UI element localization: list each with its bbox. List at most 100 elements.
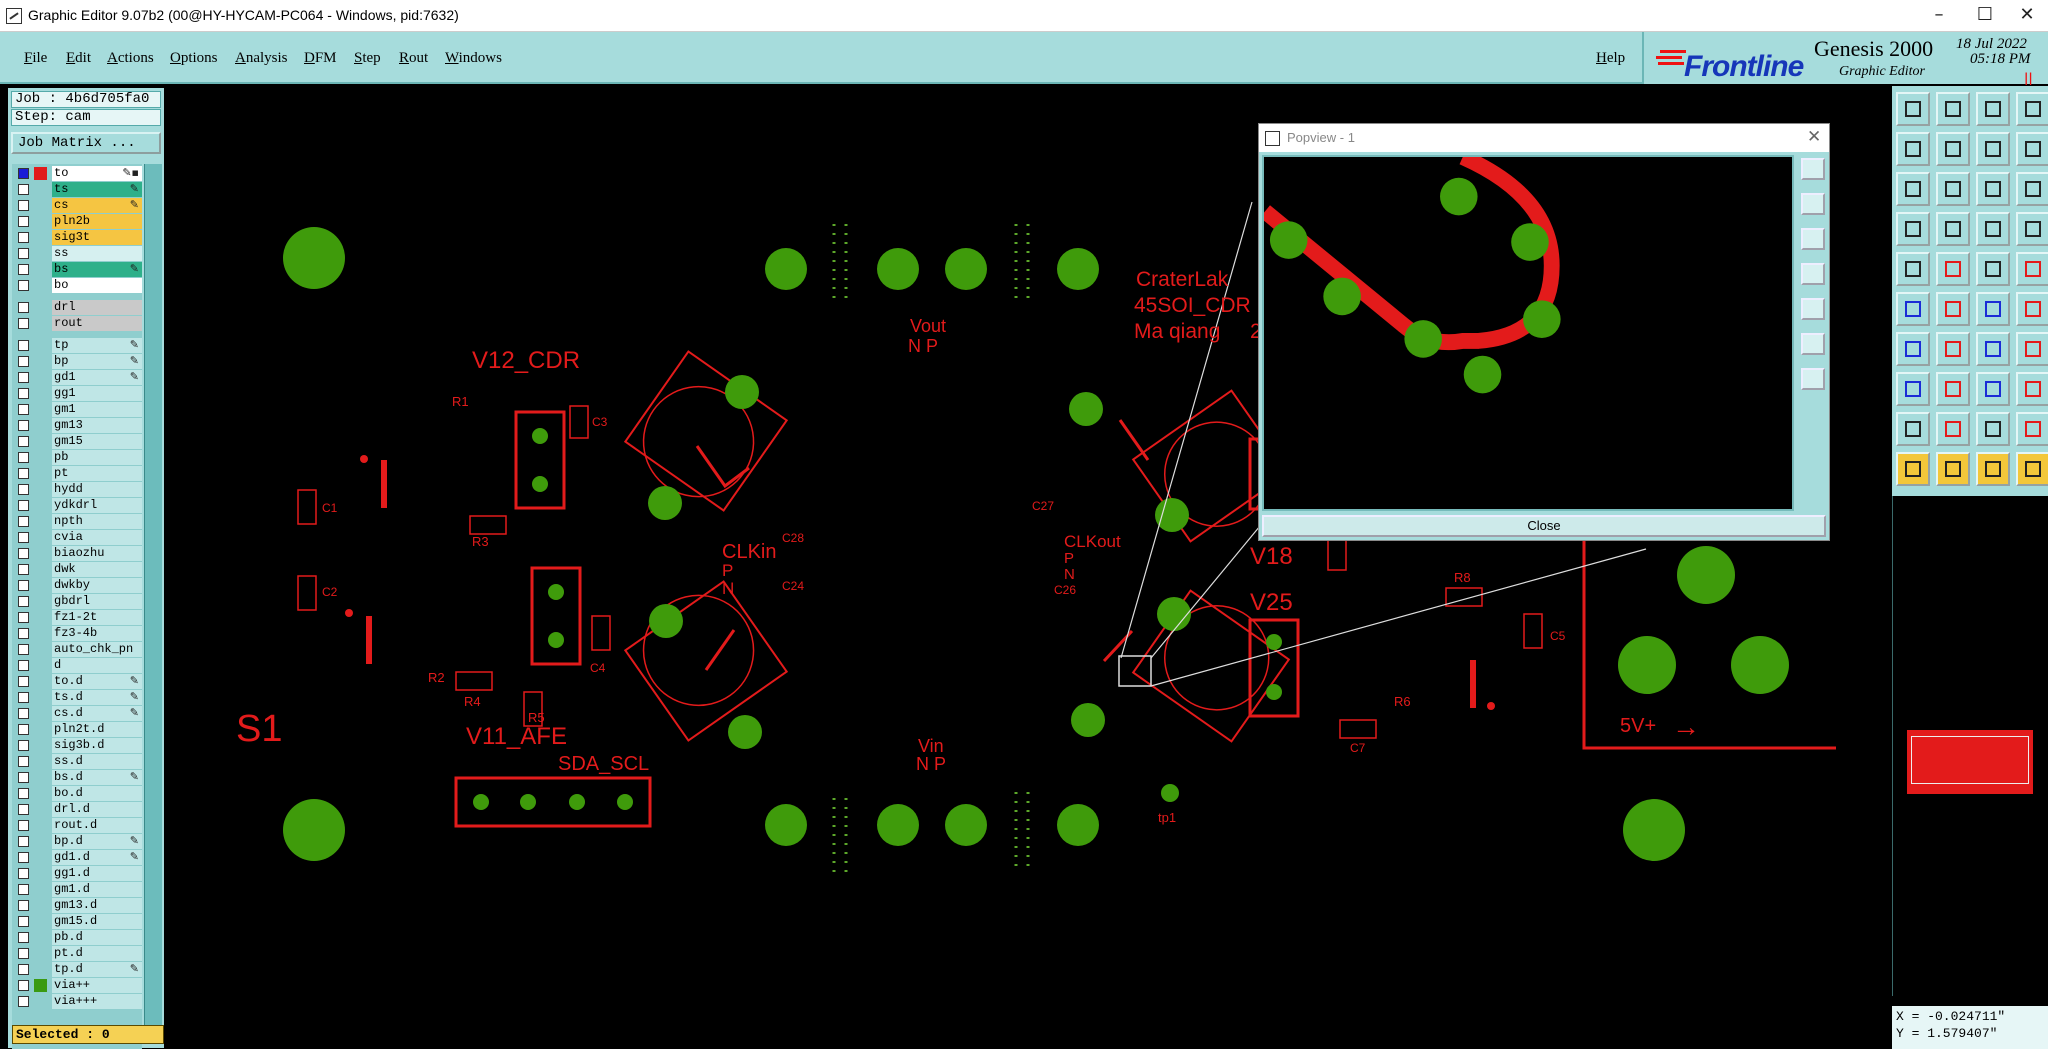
layer-color-swatch[interactable] [34, 643, 47, 656]
layer-name[interactable]: tp✎ [52, 338, 142, 353]
layer-visibility-checkbox[interactable] [18, 708, 29, 719]
layer-name[interactable]: bp.d✎ [52, 834, 142, 849]
layer-color-swatch[interactable] [34, 199, 47, 212]
layer-name[interactable]: via+++ [52, 994, 142, 1009]
layer-visibility-checkbox[interactable] [18, 820, 29, 831]
layer-name[interactable]: bs✎ [52, 262, 142, 277]
layer-row-npth[interactable]: npth [12, 514, 142, 529]
pointer-snap-icon[interactable] [2016, 452, 2048, 486]
layer-color-swatch[interactable] [34, 515, 47, 528]
layer-row-gd1.d[interactable]: gd1.d✎ [12, 850, 142, 865]
layer-color-swatch[interactable] [34, 167, 47, 180]
layer-visibility-checkbox[interactable] [18, 676, 29, 687]
layer-row-sig3t[interactable]: sig3t [12, 230, 142, 245]
layer-row-dwk[interactable]: dwk [12, 562, 142, 577]
layer-row-auto_chk_pn[interactable]: auto_chk_pn [12, 642, 142, 657]
layer-color-swatch[interactable] [34, 691, 47, 704]
layer-row-pb[interactable]: pb [12, 450, 142, 465]
layer-visibility-checkbox[interactable] [18, 868, 29, 879]
layer-row-pb.d[interactable]: pb.d [12, 930, 142, 945]
layer-color-swatch[interactable] [34, 419, 47, 432]
layer-row-cvia[interactable]: cvia [12, 530, 142, 545]
layer-visibility-checkbox[interactable] [18, 980, 29, 991]
dashed-line-icon[interactable] [1976, 252, 2010, 286]
layer-color-swatch[interactable] [34, 787, 47, 800]
minus-icon[interactable] [1936, 372, 1970, 406]
layer-name[interactable]: pb.d [52, 930, 142, 945]
layer-name[interactable]: dwk [52, 562, 142, 577]
grid-icon[interactable] [1936, 212, 1970, 246]
layer-row-gm15.d[interactable]: gm15.d [12, 914, 142, 929]
layer-visibility-checkbox[interactable] [18, 264, 29, 275]
minimize-button[interactable]: – [1934, 4, 1944, 25]
help-icon[interactable] [2016, 172, 2048, 206]
layer-visibility-checkbox[interactable] [18, 356, 29, 367]
copy-icon[interactable] [1896, 132, 1930, 166]
layer-row-cs.d[interactable]: cs.d✎ [12, 706, 142, 721]
text-icon[interactable] [2016, 332, 2048, 366]
layer-visibility-checkbox[interactable] [18, 232, 29, 243]
layer-color-swatch[interactable] [34, 707, 47, 720]
dot-icon[interactable] [2016, 252, 2048, 286]
layer-row-gm15[interactable]: gm15 [12, 434, 142, 449]
layer-visibility-checkbox[interactable] [18, 916, 29, 927]
layer-name[interactable]: rout [52, 316, 142, 331]
layer-visibility-checkbox[interactable] [18, 628, 29, 639]
layer-row-bs[interactable]: bs✎ [12, 262, 142, 277]
layer-visibility-checkbox[interactable] [18, 216, 29, 227]
layer-row-ss.d[interactable]: ss.d [12, 754, 142, 769]
layer-visibility-checkbox[interactable] [18, 516, 29, 527]
layer-row-gm1[interactable]: gm1 [12, 402, 142, 417]
layer-color-swatch[interactable] [34, 595, 47, 608]
layer-name[interactable]: rout.d [52, 818, 142, 833]
layer-visibility-checkbox[interactable] [18, 564, 29, 575]
layer-color-swatch[interactable] [34, 819, 47, 832]
layer-name[interactable]: pb [52, 450, 142, 465]
layer-visibility-checkbox[interactable] [18, 852, 29, 863]
layer-row-pln2t.d[interactable]: pln2t.d [12, 722, 142, 737]
layer-color-swatch[interactable] [34, 803, 47, 816]
layer-color-swatch[interactable] [34, 723, 47, 736]
layer-row-tp.d[interactable]: tp.d✎ [12, 962, 142, 977]
layer-visibility-checkbox[interactable] [18, 302, 29, 313]
center-icon[interactable] [1976, 372, 2010, 406]
layer-visibility-checkbox[interactable] [18, 372, 29, 383]
layer-row-drl.d[interactable]: drl.d [12, 802, 142, 817]
layer-name[interactable]: cvia [52, 530, 142, 545]
layer-name[interactable]: ts.d✎ [52, 690, 142, 705]
rotate-icon[interactable] [1976, 132, 2010, 166]
pad-icon[interactable] [1896, 252, 1930, 286]
layer-color-swatch[interactable] [34, 279, 47, 292]
layer-visibility-checkbox[interactable] [18, 280, 29, 291]
layer-color-swatch[interactable] [34, 675, 47, 688]
layer-color-swatch[interactable] [34, 403, 47, 416]
layer-color-swatch[interactable] [34, 883, 47, 896]
maximize-button[interactable]: ☐ [1976, 4, 1994, 25]
layer-row-biaozhu[interactable]: biaozhu [12, 546, 142, 561]
layer-name[interactable]: pln2t.d [52, 722, 142, 737]
layer-visibility-checkbox[interactable] [18, 740, 29, 751]
layer-color-swatch[interactable] [34, 899, 47, 912]
layer-visibility-checkbox[interactable] [18, 964, 29, 975]
layer-color-swatch[interactable] [34, 739, 47, 752]
layer-name[interactable]: fz3-4b [52, 626, 142, 641]
layer-visibility-checkbox[interactable] [18, 500, 29, 511]
menu-actions[interactable]: Actions [107, 50, 154, 66]
layer-row-rout[interactable]: rout [12, 316, 142, 331]
layer-visibility-checkbox[interactable] [18, 884, 29, 895]
layer-name[interactable]: pln2b [52, 214, 142, 229]
group-icon[interactable] [2016, 372, 2048, 406]
scale-icon[interactable] [1976, 172, 2010, 206]
layer-row-fz1-2t[interactable]: fz1-2t [12, 610, 142, 625]
window-icon[interactable] [2016, 92, 2048, 126]
triangle-icon[interactable] [1896, 412, 1930, 446]
layer-color-swatch[interactable] [34, 851, 47, 864]
fit-icon[interactable] [1896, 172, 1930, 206]
layer-visibility-checkbox[interactable] [18, 948, 29, 959]
layer-visibility-checkbox[interactable] [18, 404, 29, 415]
layer-name[interactable]: gm13 [52, 418, 142, 433]
triangle-a-icon[interactable] [1936, 412, 1970, 446]
layer-name[interactable]: auto_chk_pn [52, 642, 142, 657]
overview-minimap[interactable] [1892, 496, 2048, 996]
layer-color-swatch[interactable] [34, 755, 47, 768]
